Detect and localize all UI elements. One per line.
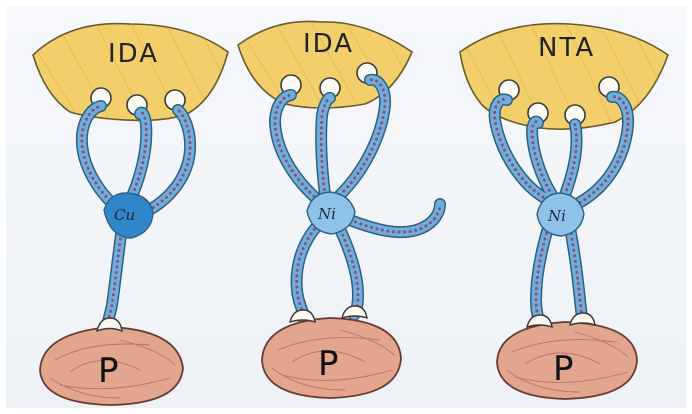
chelator-arms-2 <box>275 80 440 318</box>
panel-ida-ni: IDA <box>238 20 440 398</box>
protein-label-3: P <box>553 349 574 389</box>
protein-label-1: P <box>98 351 119 391</box>
panel-ida-cu: IDA Cu <box>30 22 240 405</box>
protein-label-2: P <box>318 344 339 384</box>
metal-label-1: Cu <box>114 206 135 224</box>
metal-label-2: Ni <box>317 205 336 223</box>
metal-label-3: Ni <box>547 207 566 225</box>
ligand-label-2: IDA <box>303 29 354 59</box>
ligand-label-1: IDA <box>108 39 159 69</box>
ligand-label-3: NTA <box>538 33 595 63</box>
panel-nta-ni: NTA <box>460 22 675 399</box>
